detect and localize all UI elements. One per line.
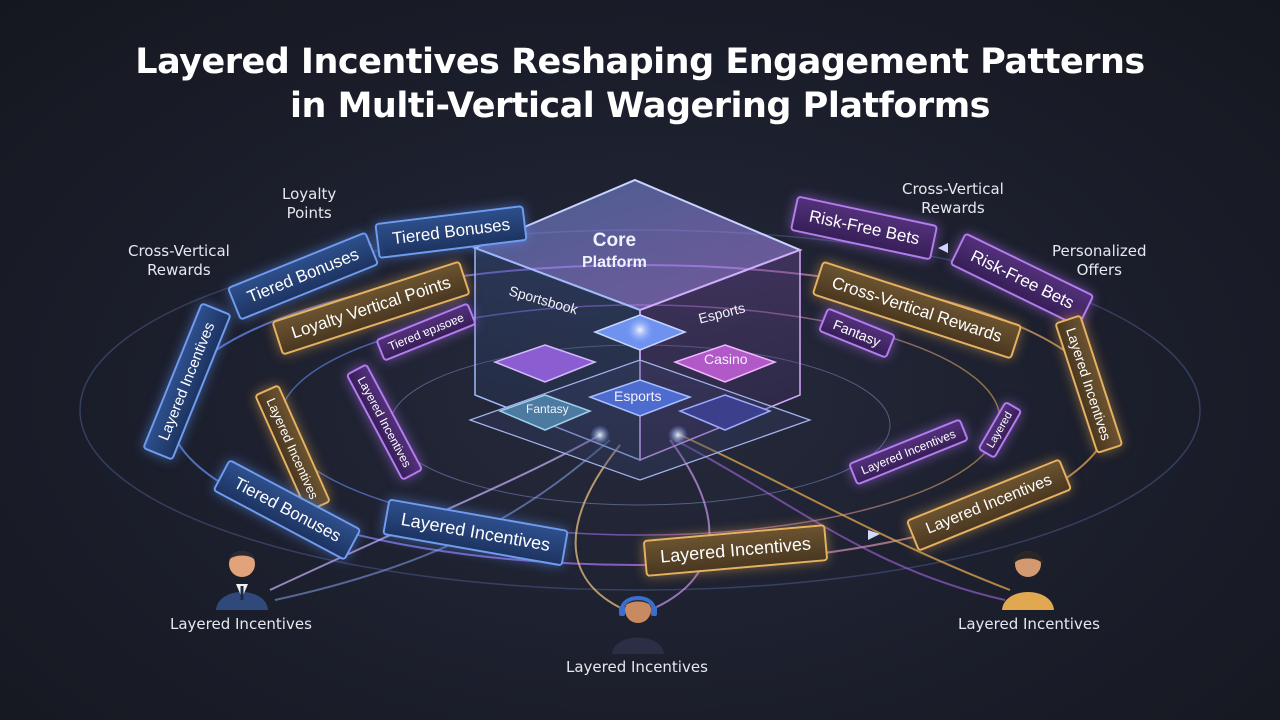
- core-label-line-1: Core: [592, 230, 637, 251]
- arrow-right: [938, 243, 948, 253]
- user-avatar-left: [216, 551, 268, 610]
- cube-base: [468, 359, 812, 481]
- vertical-casino: Casino: [704, 351, 748, 367]
- user-label-right: Layered Incentives: [958, 615, 1100, 633]
- note-cross-vertical-left: Cross-Vertical Rewards: [128, 242, 230, 279]
- flow-right-user: [679, 434, 1011, 591]
- core-label: Core Platform: [582, 230, 647, 274]
- flow-left-user: [269, 434, 601, 591]
- user-label-center: Layered Incentives: [566, 658, 708, 676]
- tile-casino: [672, 344, 778, 383]
- note-cross-vertical-right: Cross-Vertical Rewards: [902, 180, 1004, 217]
- title-line-1: Layered Incentives Reshaping Engagement …: [135, 42, 1145, 82]
- node-glow-left: [590, 425, 610, 445]
- user-avatar-center: [612, 596, 664, 654]
- tile-sportsbook: [492, 344, 598, 383]
- flow-center-user: [574, 444, 626, 611]
- vertical-esports-center: Esports: [614, 388, 662, 404]
- core-glow: [626, 316, 654, 344]
- flow-right-user-2: [674, 439, 1006, 601]
- core-label-line-2: Platform: [582, 254, 647, 271]
- page-title: Layered Incentives Reshaping Engagement …: [0, 40, 1280, 128]
- vertical-fantasy: Fantasy: [526, 402, 569, 416]
- user-avatar-right: [1002, 551, 1054, 610]
- tile-esports: [587, 379, 693, 417]
- tile-fantasy: [497, 394, 593, 431]
- title-line-2: in Multi-Vertical Wagering Platforms: [289, 86, 991, 126]
- user-label-left: Layered Incentives: [170, 615, 312, 633]
- note-loyalty-points: Loyalty Points: [282, 185, 337, 222]
- node-glow-right: [668, 425, 688, 445]
- note-personalized-offers: Personalized Offers: [1052, 242, 1147, 279]
- tile-right-lower: [677, 394, 773, 431]
- arrow-bottom-right: [868, 530, 880, 540]
